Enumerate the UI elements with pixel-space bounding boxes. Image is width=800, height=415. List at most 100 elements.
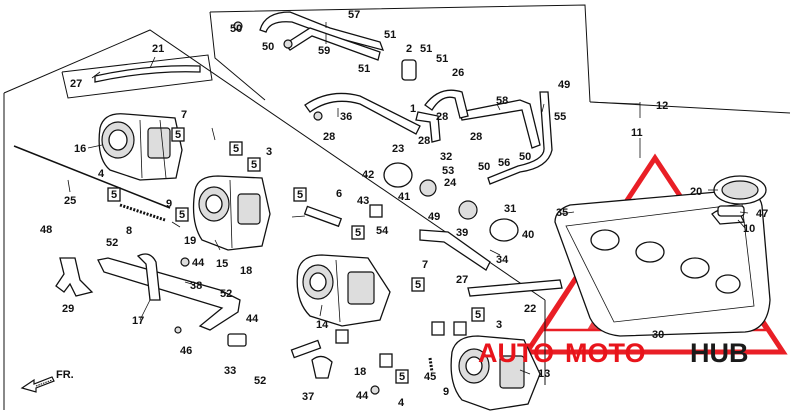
carburetor-13	[450, 335, 541, 411]
callout-36: 36	[340, 111, 352, 123]
callout-box-5b: 5	[229, 141, 243, 156]
callout-34: 34	[496, 254, 509, 266]
callout-16: 16	[74, 143, 86, 155]
callout-49b: 49	[428, 211, 440, 223]
callout-box-5j: 5	[395, 369, 409, 384]
svg-text:5: 5	[475, 309, 481, 321]
front-direction-label: FR.	[56, 369, 74, 381]
callout-46: 46	[180, 345, 192, 357]
callout-12: 12	[656, 100, 668, 112]
callout-box-5h: 5	[411, 277, 425, 292]
callout-52a: 52	[106, 237, 118, 249]
hose-55	[487, 91, 553, 185]
callout-1: 1	[410, 103, 416, 115]
svg-text:5: 5	[415, 279, 421, 291]
callout-28d: 28	[418, 135, 430, 147]
callout-box-5e: 5	[175, 207, 189, 222]
callout-2: 2	[406, 43, 412, 55]
callout-59: 59	[318, 45, 330, 57]
callout-28b: 28	[436, 111, 448, 123]
callout-box-5d: 5	[107, 187, 121, 202]
callout-50c: 50	[478, 161, 490, 173]
callout-56: 56	[498, 157, 510, 169]
callout-box-5g: 5	[351, 225, 365, 240]
callout-27: 27	[70, 78, 82, 90]
callout-14: 14	[316, 319, 329, 331]
rail-17	[97, 257, 241, 331]
callout-22: 22	[524, 303, 536, 315]
watermark-hub: HUB	[690, 338, 749, 368]
svg-text:5: 5	[251, 159, 257, 171]
callout-52c: 52	[254, 375, 266, 387]
boxed-callouts: 5 5 5 5 5 5 5 5 5 5	[107, 127, 485, 384]
callout-24: 24	[444, 177, 457, 189]
callout-6: 6	[336, 188, 342, 200]
callout-30: 30	[652, 329, 664, 341]
callout-4b: 4	[398, 397, 405, 409]
small-parts	[119, 21, 745, 395]
callout-28c: 28	[470, 131, 482, 143]
callout-27b: 27	[456, 274, 468, 286]
callout-32: 32	[440, 151, 452, 163]
callout-44b: 44	[246, 313, 259, 325]
callout-44a: 44	[192, 257, 205, 269]
watermark-text: AUTO MOTO HUB	[478, 338, 749, 368]
callout-50a: 50	[230, 23, 242, 35]
svg-text:5: 5	[297, 189, 303, 201]
callout-box-5c: 5	[247, 157, 261, 172]
svg-text:5: 5	[355, 227, 361, 239]
hose-21-group	[61, 54, 213, 99]
callout-23: 23	[392, 143, 404, 155]
callout-3b: 3	[496, 319, 502, 331]
callout-10: 10	[743, 223, 755, 235]
callout-42: 42	[362, 169, 374, 181]
callout-54: 54	[376, 225, 389, 237]
leader-lines	[67, 22, 749, 375]
carburetor-15	[192, 175, 271, 251]
hose-36	[304, 92, 421, 135]
carburetor-16	[98, 113, 183, 181]
callout-13: 13	[538, 368, 550, 380]
svg-text:5: 5	[175, 129, 181, 141]
link-hoses	[136, 229, 563, 301]
callout-box-5f: 5	[293, 187, 307, 202]
callout-8: 8	[126, 225, 132, 237]
callout-57: 57	[348, 9, 360, 21]
callout-52b: 52	[220, 288, 232, 300]
callout-51d: 51	[436, 53, 448, 65]
callout-17: 17	[132, 315, 144, 327]
carburetor-14	[296, 254, 391, 327]
callout-53: 53	[442, 165, 454, 177]
callout-31: 31	[504, 203, 516, 215]
callout-41: 41	[398, 191, 410, 203]
callout-37: 37	[302, 391, 314, 403]
callout-33: 33	[224, 365, 236, 377]
callout-25: 25	[64, 195, 76, 207]
callout-50d: 50	[519, 151, 531, 163]
svg-text:5: 5	[111, 189, 117, 201]
callout-4: 4	[98, 168, 105, 180]
callout-box-5i: 5	[471, 307, 485, 322]
callout-40: 40	[522, 229, 534, 241]
callout-7b: 7	[422, 259, 428, 271]
callout-9: 9	[166, 198, 172, 210]
group-frames	[3, 4, 791, 410]
callout-15: 15	[216, 258, 228, 270]
callout-44c: 44	[356, 390, 369, 402]
callout-20: 20	[690, 186, 702, 198]
callout-11: 11	[631, 127, 643, 139]
hoses-26-28	[415, 89, 469, 143]
air-chamber-35	[554, 189, 771, 337]
callout-7: 7	[181, 109, 187, 121]
hoses-57-59	[259, 11, 385, 61]
callout-51c: 51	[420, 43, 432, 55]
callout-26: 26	[452, 67, 464, 79]
callout-45: 45	[424, 371, 436, 383]
callout-9b: 9	[443, 386, 449, 398]
callout-39: 39	[456, 227, 468, 239]
callout-55: 55	[554, 111, 566, 123]
callout-19: 19	[184, 235, 196, 247]
rod-25	[13, 145, 171, 209]
callout-18b: 18	[354, 366, 366, 378]
callout-18: 18	[240, 265, 252, 277]
